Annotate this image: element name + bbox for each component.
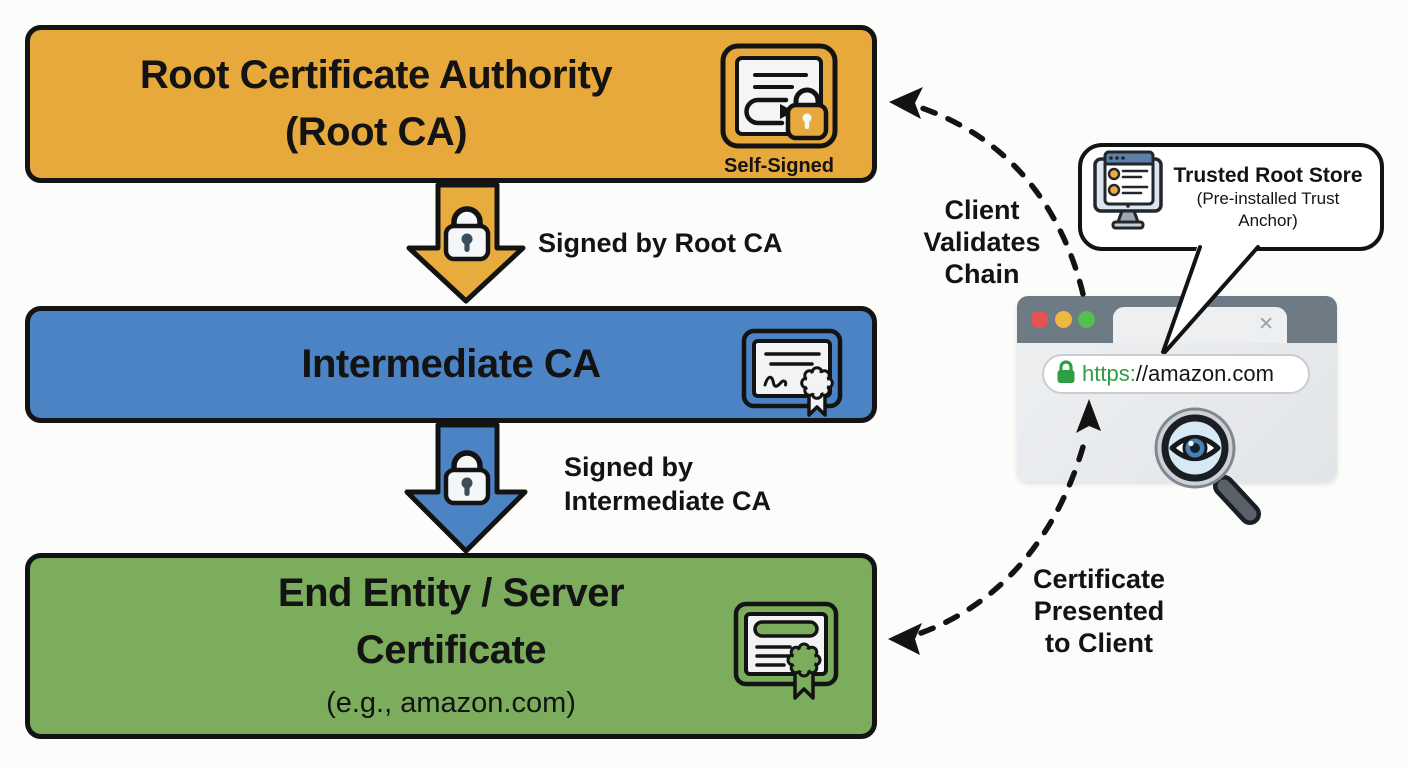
server-certificate-icon: [732, 600, 844, 709]
browser-tab: ✕: [1113, 307, 1287, 343]
traffic-light-green-icon: [1078, 311, 1095, 328]
traffic-light-red-icon: [1031, 311, 1048, 328]
magnifier-eye-icon: [1147, 398, 1267, 535]
signed-by-intermediate-label: Signed by Intermediate CA: [564, 452, 772, 516]
end-entity-box: End Entity / Server Certificate (e.g., a…: [25, 553, 877, 739]
traffic-light-yellow-icon: [1055, 311, 1072, 328]
lock-icon: [443, 206, 491, 262]
self-signed-badge: Self-Signed: [723, 155, 834, 177]
root-ca-box: Root Certificate Authority (Root CA) Sel…: [25, 25, 877, 183]
https-lock-icon: [1056, 359, 1076, 389]
intermediate-ca-title: Intermediate CA: [301, 342, 601, 386]
intermediate-ca-box: Intermediate CA: [25, 306, 877, 423]
end-entity-subtitle: (e.g., amazon.com): [326, 687, 576, 719]
trusted-root-store-title: Trusted Root Store: [1173, 163, 1363, 187]
end-entity-title: End Entity / Server Certificate: [277, 571, 625, 672]
close-icon: ✕: [1258, 314, 1274, 335]
certificate-presented-label: Certificate Presented to Client: [1032, 564, 1166, 658]
intermediate-certificate-icon: [740, 327, 846, 424]
url-scheme: https:: [1082, 361, 1136, 386]
url-host: //amazon.com: [1135, 361, 1274, 386]
trust-store-monitor-icon: [1090, 147, 1166, 248]
self-signed-certificate-icon: Self-Signed: [718, 42, 840, 178]
trusted-root-store-subtitle: (Pre-installed Trust Anchor): [1196, 188, 1340, 230]
browser-titlebar: ✕: [1017, 296, 1337, 343]
signed-by-intermediate-arrow: [404, 422, 528, 554]
trusted-root-store-callout: Trusted Root Store (Pre-installed Trust …: [1078, 143, 1384, 251]
signed-by-root-arrow: [406, 182, 526, 304]
url-bar: https://amazon.com: [1042, 354, 1310, 394]
client-validates-chain-label: Client Validates Chain: [923, 195, 1041, 289]
signed-by-root-label: Signed by Root CA: [538, 228, 783, 258]
root-ca-title: Root Certificate Authority (Root CA): [139, 53, 613, 154]
lock-icon: [443, 450, 491, 506]
